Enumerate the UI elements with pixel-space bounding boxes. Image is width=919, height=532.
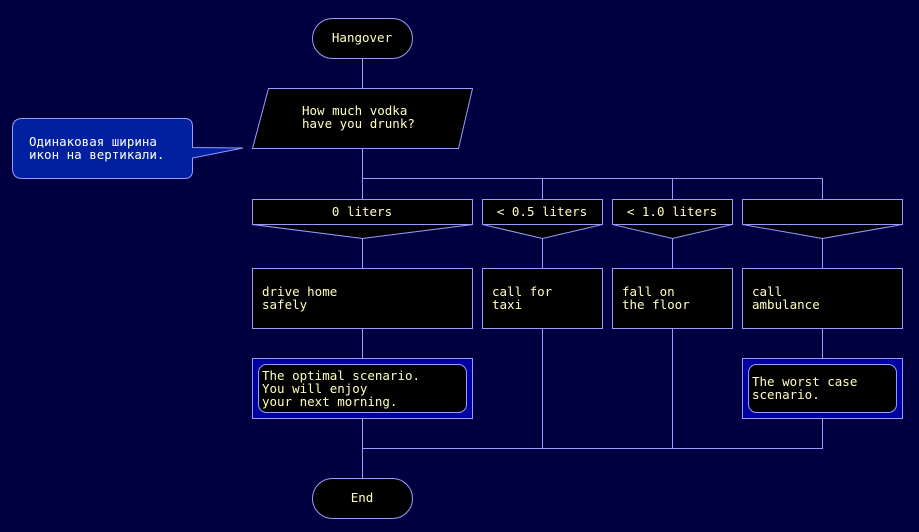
action-4-line-1: call (752, 284, 783, 299)
action-box-4[interactable] (742, 268, 903, 329)
comment-4-line-1: The worst case (752, 374, 858, 389)
comment-1-line-1: The optimal scenario. (262, 368, 421, 383)
action-2-line-2: taxi (492, 297, 523, 312)
case-label-2: < 0.5 liters (496, 204, 588, 219)
question-label-line-2: have you drunk? (302, 116, 415, 131)
comment-bubble-4 (748, 364, 897, 413)
annotation-line-1: Одинаковая ширина (29, 134, 157, 149)
end-terminal[interactable] (312, 478, 413, 519)
action-1-line-1: drive home (262, 284, 338, 299)
end-label: End (350, 490, 374, 505)
comment-bubble-1 (258, 364, 467, 413)
annotation-callout[interactable] (12, 118, 244, 179)
comment-4-line-2: scenario. (752, 387, 820, 402)
comment-1-line-3: your next morning. (262, 394, 398, 409)
annotation-line-2: икон на вертикали. (29, 147, 165, 162)
action-box-3[interactable] (612, 268, 733, 329)
case-header-4[interactable] (742, 199, 903, 240)
case-label-3: < 1.0 liters (626, 204, 718, 219)
comment-1-line-2: You will enjoy (262, 381, 368, 396)
case-label-1: 0 liters (331, 204, 393, 219)
action-4-line-2: ambulance (752, 297, 820, 312)
case-header-1[interactable] (252, 199, 473, 240)
question-node[interactable] (251, 88, 474, 149)
case-header-2[interactable] (482, 199, 603, 240)
title-label: Hangover (331, 30, 393, 45)
action-3-line-2: the floor (622, 297, 690, 312)
action-1-line-2: safely (262, 297, 308, 312)
title-terminal[interactable] (312, 18, 413, 59)
question-label-line-1: How much vodka (302, 103, 408, 118)
case-header-3[interactable] (612, 199, 733, 240)
action-box-1[interactable] (252, 268, 473, 329)
action-3-line-1: fall on (622, 284, 675, 299)
action-box-2[interactable] (482, 268, 603, 329)
action-2-line-1: call for (492, 284, 553, 299)
